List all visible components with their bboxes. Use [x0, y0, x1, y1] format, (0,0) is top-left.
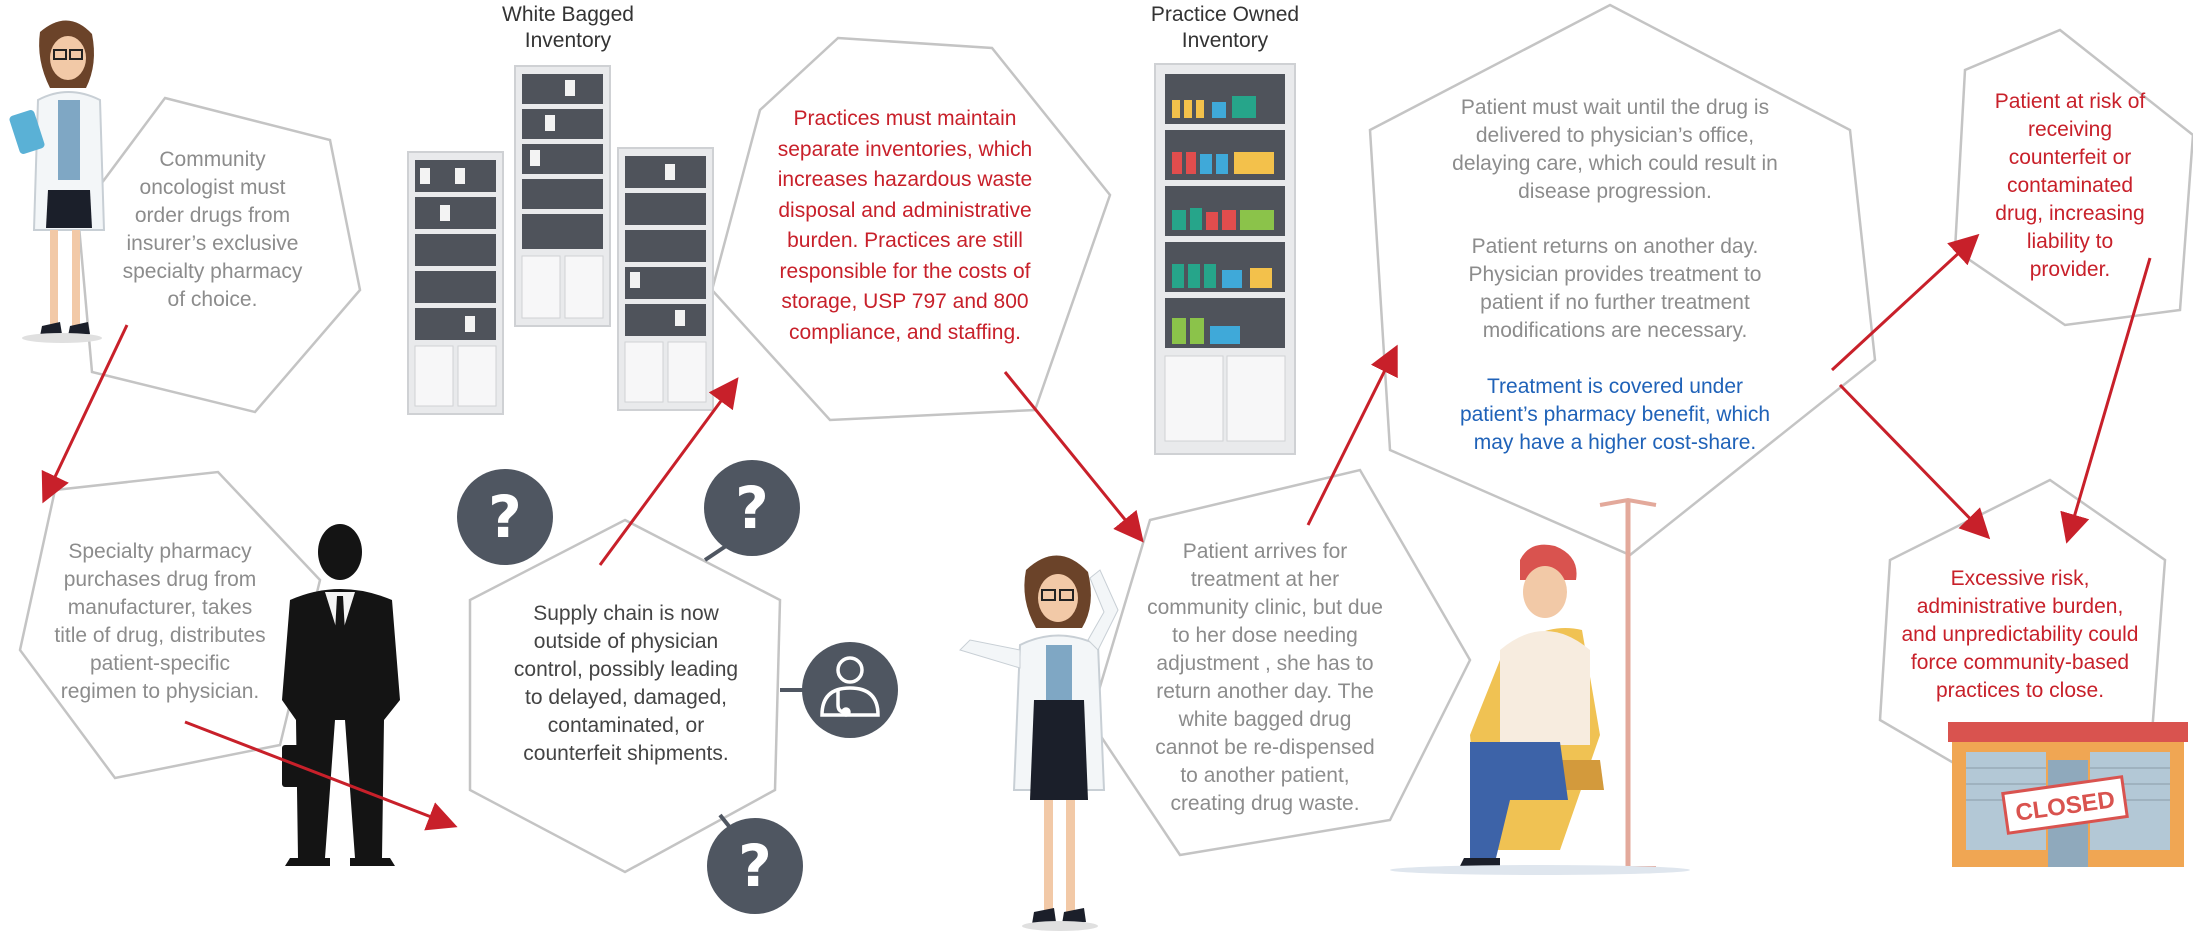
arrow-wait-to-close — [1838, 383, 1991, 540]
step-pharmacy-benefit: Treatment is covered under patient’s pha… — [1459, 375, 1771, 454]
arrow-pharmacy-to-supply — [184, 720, 458, 831]
question-mark-icon: ? — [488, 483, 522, 551]
question-circle-bottom — [707, 818, 803, 914]
step-practices-close: Excessive risk, administrative burden, a… — [1901, 567, 2139, 702]
arrow-counterfeit-to-close — [2060, 257, 2152, 544]
step-supply-chain: Supply chain is now outside of physician… — [513, 602, 739, 765]
white-bagged-cabinets — [407, 65, 714, 415]
supply-chain-icons: ? ? ? — [457, 460, 898, 914]
practice-owned-cabinet — [1154, 63, 1296, 455]
hexagon-specialty-pharmacy — [18, 470, 322, 780]
arrow-supply-to-inventories — [598, 377, 739, 566]
question-mark-icon: ? — [738, 832, 772, 900]
hexagon-separate-inventories — [710, 36, 1112, 422]
arrow-inventories-to-patient — [1003, 371, 1144, 543]
physician-figure — [959, 555, 1119, 931]
question-mark-icon: ? — [735, 474, 769, 542]
arrow-patient-to-wait — [1306, 344, 1398, 526]
step-patient-returns: Patient returns on another day. Physicia… — [1468, 235, 1762, 342]
doctor-icon — [820, 656, 880, 717]
patient-in-chair-figure — [1390, 497, 1690, 875]
arrow-oncologist-to-pharmacy — [41, 324, 129, 504]
step-patient-wait: Patient must wait until the drug is deli… — [1452, 96, 1778, 203]
question-circle-left — [457, 469, 553, 565]
white-bagged-inventory-label: White Bagged Inventory — [502, 3, 634, 52]
step-patient-arrives: Patient arrives for treatment at her com… — [1147, 540, 1383, 815]
flow-arrows — [41, 233, 2152, 831]
pharmacy-businessman-figure — [282, 524, 400, 866]
hexagon-supply-chain — [468, 518, 782, 874]
arrow-wait-to-counterfeit — [1830, 233, 1980, 372]
step-separate-inventories: Practices must maintain separate invento… — [777, 107, 1033, 344]
question-circle-top — [704, 460, 800, 556]
closed-storefront-figure: CLOSED — [1948, 722, 2188, 867]
step-counterfeit-risk: Patient at risk of receiving counterfeit… — [1994, 90, 2146, 281]
hexagon-counterfeit — [1953, 28, 2193, 327]
step-oncologist-order: Community oncologist must order drugs fr… — [122, 148, 303, 311]
step-specialty-pharmacy: Specialty pharmacy purchases drug from m… — [54, 540, 266, 703]
practice-owned-inventory-label: Practice Owned Inventory — [1150, 3, 1300, 52]
oncologist-figure — [9, 20, 106, 343]
